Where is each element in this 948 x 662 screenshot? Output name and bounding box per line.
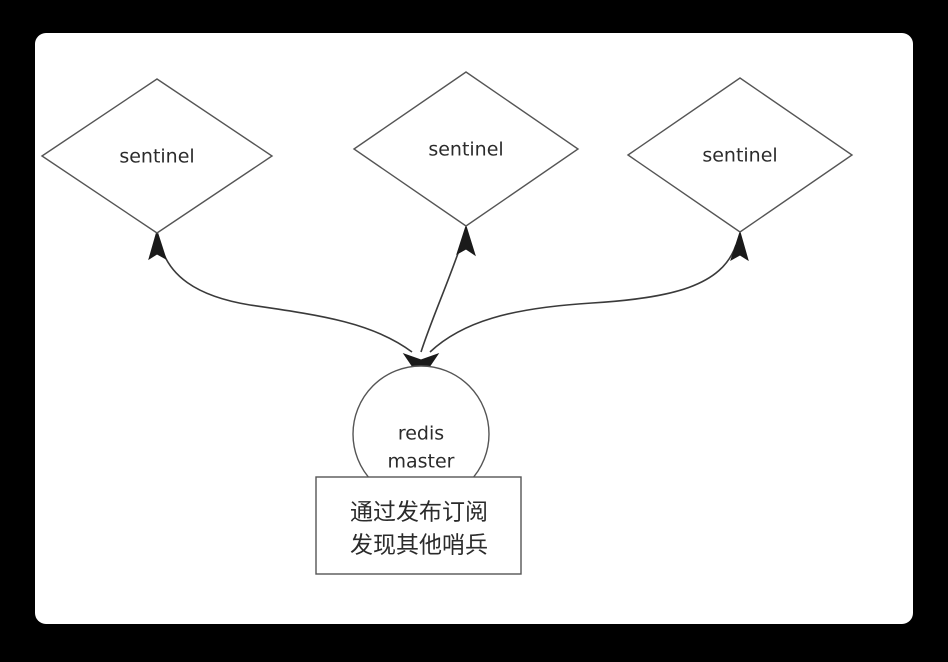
sentinel-left-label: sentinel — [119, 146, 194, 168]
sentinel-center-diamond — [352, 71, 580, 227]
node-sentinel-right[interactable]: sentinel — [626, 77, 854, 233]
arrowhead-up-sentinel-right — [730, 230, 749, 262]
sentinel-right-diamond — [626, 77, 854, 233]
node-layer: sentinel sentinel sentinel redis master — [40, 71, 854, 575]
edge-master-sentinel-center[interactable] — [420, 224, 476, 353]
node-sentinel-center[interactable]: sentinel — [352, 71, 580, 227]
node-redis-master[interactable]: redis master — [352, 365, 490, 503]
pubsub-note-line1: 通过发布订阅 — [350, 500, 488, 526]
redis-master-label-line1: redis — [398, 423, 444, 445]
sentinel-left-diamond — [40, 78, 274, 234]
sentinel-right-label: sentinel — [702, 145, 777, 167]
pubsub-note-box — [315, 476, 522, 575]
redis-master-label-line2: master — [387, 451, 454, 473]
node-pubsub-note[interactable]: 通过发布订阅 发现其他哨兵 — [315, 476, 522, 575]
edge-layer — [148, 224, 749, 380]
arrowhead-up-sentinel-center — [456, 224, 476, 257]
edge-master-sentinel-left[interactable] — [148, 229, 413, 353]
edge-master-sentinel-right-path — [429, 244, 737, 353]
sentinel-center-label: sentinel — [428, 139, 503, 161]
edge-master-sentinel-left-path — [159, 242, 413, 353]
node-sentinel-left[interactable]: sentinel — [40, 78, 274, 234]
arrowhead-up-sentinel-left — [148, 229, 167, 261]
edge-master-sentinel-center-path — [420, 238, 464, 353]
edge-master-sentinel-right[interactable] — [429, 230, 749, 353]
pubsub-note-line2: 发现其他哨兵 — [350, 533, 488, 559]
